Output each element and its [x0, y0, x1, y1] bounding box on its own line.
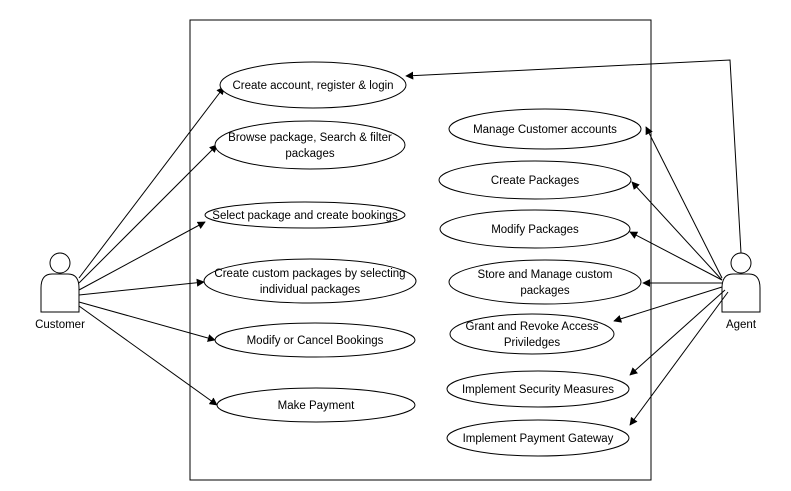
- svg-text:Modify Packages: Modify Packages: [491, 224, 579, 236]
- svg-text:Make Payment: Make Payment: [278, 400, 356, 412]
- use-case-modify-packages: Modify Packages: [439, 209, 631, 249]
- assoc-customer-custom: [78, 278, 205, 296]
- assoc-agent-create-packages: [631, 181, 723, 281]
- assoc-agent-grant-revoke: [613, 286, 723, 323]
- svg-text:Select package and create book: Select package and create bookings: [212, 210, 398, 222]
- svg-text:Priviledges: Priviledges: [504, 337, 560, 349]
- assoc-customer-modify-cancel: [78, 301, 216, 342]
- use-case-custom-packages: Create custom packages by selecting indi…: [203, 258, 417, 304]
- customer-associations: [78, 86, 225, 406]
- customer-actor: Customer: [35, 252, 85, 331]
- use-case-modify-cancel: Modify or Cancel Bookings: [214, 322, 416, 358]
- agent-head: [730, 252, 752, 274]
- svg-text:Create Packages: Create Packages: [491, 175, 579, 187]
- svg-text:Create account, register & log: Create account, register & login: [232, 80, 393, 92]
- svg-text:Create custom packages by sele: Create custom packages by selecting: [214, 268, 405, 280]
- assoc-customer-payment: [78, 305, 218, 406]
- assoc-customer-create-account: [78, 86, 225, 279]
- svg-text:Browse package, Search & filte: Browse package, Search & filter: [228, 132, 392, 144]
- use-case-create-packages: Create Packages: [438, 160, 632, 200]
- svg-text:packages: packages: [520, 285, 569, 297]
- assoc-agent-modify-packages: [629, 231, 723, 281]
- use-case-grant-revoke: Grant and Revoke Access Priviledges: [449, 313, 615, 355]
- svg-text:Store and Manage custom: Store and Manage custom: [478, 269, 613, 281]
- use-case-create-account: Create account, register & login: [219, 61, 407, 109]
- use-case-manage-accounts: Manage Customer accounts: [448, 108, 642, 150]
- assoc-agent-payment-gateway: [629, 291, 729, 426]
- assoc-agent-security: [629, 289, 726, 376]
- assoc-agent-create-account: [405, 59, 742, 254]
- use-case-security: Implement Security Measures: [446, 370, 630, 408]
- agent-label: Agent: [726, 319, 757, 331]
- svg-text:individual packages: individual packages: [260, 284, 361, 296]
- assoc-agent-manage-accounts: [645, 126, 723, 279]
- use-case-browse-packages: Browse package, Search & filter packages: [214, 120, 406, 170]
- svg-text:Implement Security Measures: Implement Security Measures: [462, 384, 614, 396]
- customer-body: [40, 273, 80, 313]
- svg-text:Manage Customer accounts: Manage Customer accounts: [473, 124, 617, 136]
- assoc-customer-browse: [78, 144, 218, 284]
- svg-text:Modify or Cancel Bookings: Modify or Cancel Bookings: [247, 335, 384, 347]
- agent-body: [721, 273, 761, 313]
- customer-label: Customer: [35, 319, 85, 331]
- system-boundary: [189, 19, 652, 481]
- use-case-make-payment: Make Payment: [216, 387, 416, 423]
- assoc-customer-select: [78, 221, 206, 291]
- customer-head: [49, 252, 71, 274]
- svg-text:packages: packages: [285, 148, 334, 160]
- use-case-select-package: Select package and create bookings: [204, 201, 406, 229]
- use-case-payment-gateway: Implement Payment Gateway: [446, 419, 630, 457]
- use-case-store-custom: Store and Manage custom packages: [448, 259, 642, 305]
- svg-text:Implement Payment Gateway: Implement Payment Gateway: [463, 433, 614, 445]
- agent-actor: Agent: [721, 252, 761, 331]
- svg-text:Grant and Revoke Access: Grant and Revoke Access: [466, 321, 599, 333]
- agent-associations: [405, 59, 742, 426]
